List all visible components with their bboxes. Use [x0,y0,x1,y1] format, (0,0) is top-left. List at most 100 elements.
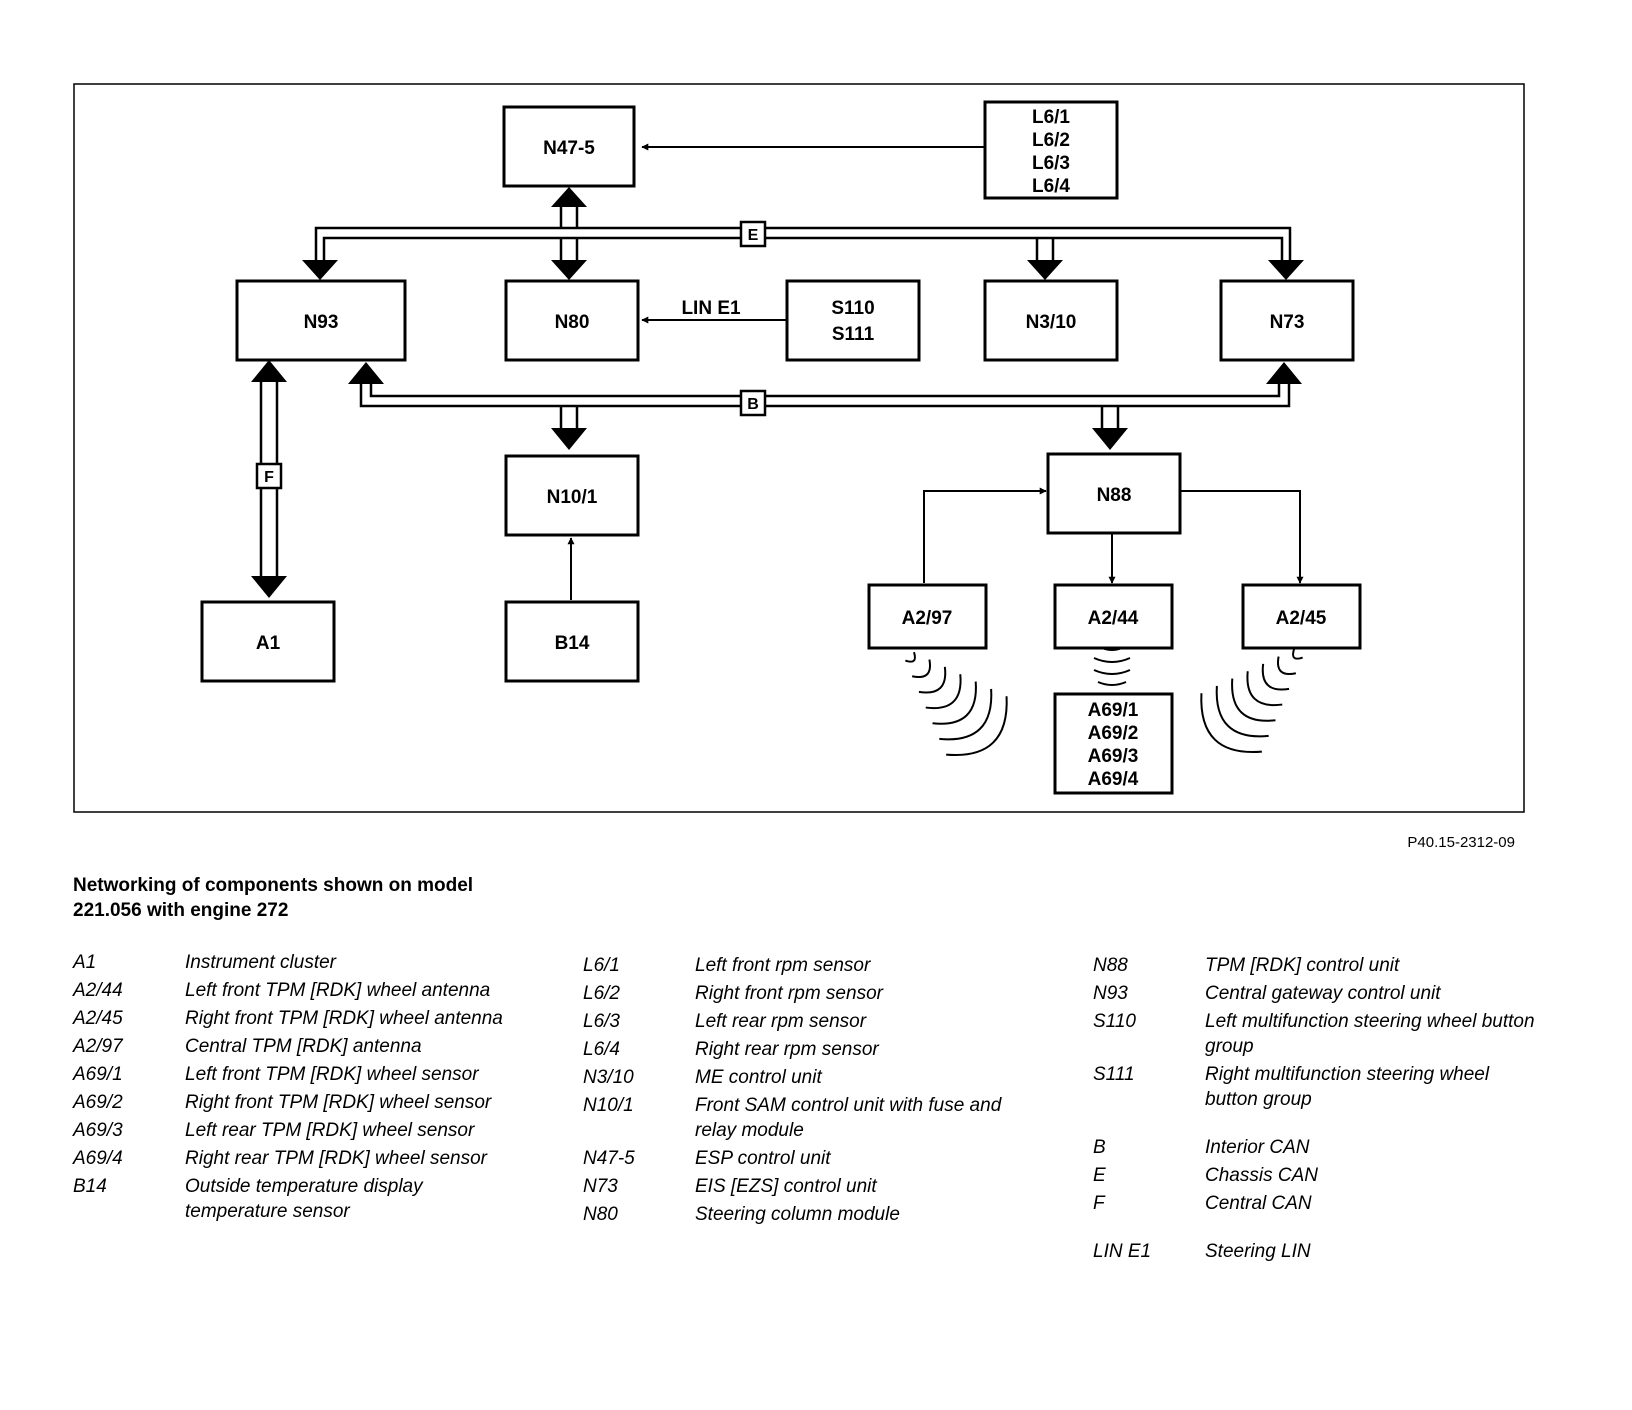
wave-a2-45 [1200,648,1303,754]
node-a2-44: A2/44 [1053,583,1174,650]
svg-text:N73: N73 [1270,312,1305,333]
legend-code: B [1093,1137,1106,1158]
arrow-to-n80-e [551,260,587,280]
svg-text:A2/44: A2/44 [1088,608,1139,629]
legend-desc: Right front rpm sensor [695,983,883,1004]
svg-text:B: B [747,396,759,413]
legend-spacer [1093,1115,1538,1135]
legend-code: L6/1 [583,955,620,976]
svg-text:N3/10: N3/10 [1026,312,1077,333]
legend-spacer [1093,1219,1538,1239]
node-b14: B14 [504,600,640,683]
legend-code: F [1093,1193,1105,1214]
svg-text:N47-5: N47-5 [543,138,595,159]
svg-text:L6/2: L6/2 [1032,130,1070,151]
legend-code: A1 [73,952,97,973]
svg-text:L6/1: L6/1 [1032,107,1070,128]
a2-97-to-n88-link [923,487,1047,583]
svg-text:A69/2: A69/2 [1088,723,1139,744]
bus-b-arrows [348,362,1302,450]
svg-text:B14: B14 [555,633,590,654]
wave-a2-97 [905,651,1008,757]
legend-desc: Right front TPM [RDK] wheel sensor [185,1092,492,1113]
legend-desc: Steering LIN [1205,1241,1311,1262]
network-diagram: E B F LIN E1 [73,83,1525,813]
legend-code: A2/44 [73,980,123,1001]
bus-e [314,204,1292,262]
diagram-frame [73,83,1525,813]
bus-e-label: E [739,220,767,248]
svg-text:S111: S111 [832,324,875,345]
legend-row: LIN E1 Steering LIN [1093,1239,1538,1264]
legend-code: N88 [1093,955,1128,976]
legend-desc: TPM [RDK] control unit [1205,955,1400,976]
bus-f-label: F [255,462,283,490]
svg-text:N88: N88 [1097,485,1132,506]
arrow-to-n93-e [302,260,338,280]
legend-desc: Left multifunction steering wheel button… [1205,1011,1535,1057]
legend-code: N47-5 [583,1148,635,1169]
legend-desc: ME control unit [695,1067,822,1088]
svg-text:A2/97: A2/97 [902,608,953,629]
node-a2-45: A2/45 [1241,583,1362,650]
wave-a2-44 [1093,645,1131,686]
node-n93: N93 [235,279,407,362]
svg-text:L6/3: L6/3 [1032,153,1070,174]
legend-row: A69/3 Left rear TPM [RDK] wheel sensor [73,1118,503,1143]
figure-reference: P40.15-2312-09 [1407,834,1515,851]
arrow-to-n47-5 [551,187,587,207]
svg-text:A69/3: A69/3 [1088,746,1139,767]
svg-text:F: F [264,469,274,486]
arrow-to-n3-10 [1027,260,1063,280]
legend-desc: Chassis CAN [1205,1165,1318,1186]
legend-desc: Outside temperature display temperature … [185,1176,423,1222]
svg-text:N93: N93 [304,312,339,333]
legend-code: LIN E1 [1093,1241,1152,1262]
legend-row: F Central CAN [1093,1191,1538,1216]
legend-desc: Front SAM control unit with fuse and rel… [695,1095,1002,1141]
legend-code: B14 [73,1176,107,1197]
node-n73: N73 [1219,279,1355,362]
legend-desc: Left front TPM [RDK] wheel sensor [185,1064,479,1085]
lin-e1-label: LIN E1 [681,298,741,319]
node-n80: N80 [504,279,640,362]
radio-waves [905,645,1303,757]
svg-text:A69/1: A69/1 [1088,700,1139,721]
bus-b-label: B [739,389,767,417]
legend-row: B14 Outside temperature display temperatu… [73,1174,503,1224]
svg-text:L6/4: L6/4 [1032,176,1070,197]
legend-desc: Left rear TPM [RDK] wheel sensor [185,1120,475,1141]
n88-to-a2-45-link [1178,490,1304,584]
arrow-to-n93-f [251,360,287,382]
svg-text:N10/1: N10/1 [547,487,598,508]
node-a2-97: A2/97 [867,583,988,650]
node-n88: N88 [1046,452,1182,535]
node-a69-group: A69/1 A69/2 A69/3 A69/4 [1053,692,1174,795]
svg-text:N80: N80 [555,312,590,333]
legend-desc: Right front TPM [RDK] wheel antenna [185,1008,503,1029]
legend-desc: Central CAN [1205,1193,1312,1214]
legend-code: A69/3 [73,1120,123,1141]
svg-text:A2/45: A2/45 [1276,608,1327,629]
arrow-to-n73-e [1268,260,1304,280]
node-a1: A1 [200,600,336,683]
svg-text:A69/4: A69/4 [1088,769,1139,790]
bus-f-arrows [251,360,287,598]
